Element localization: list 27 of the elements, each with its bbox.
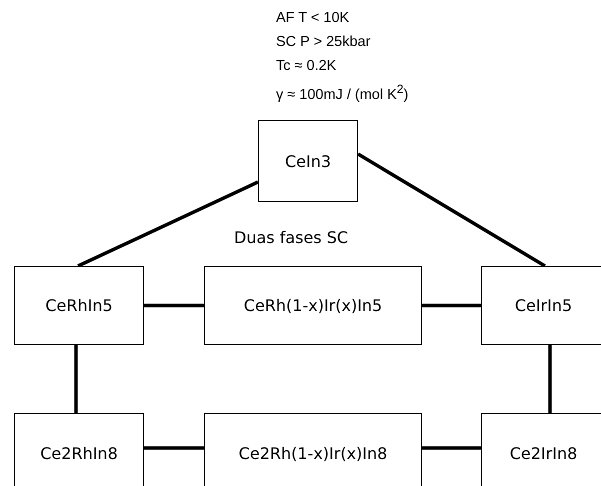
connector-line bbox=[74, 345, 78, 413]
compound-name: Ce2RhIn8 bbox=[40, 444, 118, 462]
compound-box bbox=[14, 266, 144, 345]
group-caption: Duas fases SC bbox=[234, 228, 348, 247]
connector-line bbox=[422, 446, 481, 450]
compound-box bbox=[14, 413, 144, 486]
compound-name: Ce2Rh(1-x)Ir(x)In8 bbox=[238, 444, 388, 462]
compound-name: CeRhIn5 bbox=[45, 296, 113, 315]
connector-line bbox=[144, 304, 204, 308]
connector-line bbox=[357, 152, 546, 268]
connector-line bbox=[548, 345, 552, 413]
connector-line bbox=[77, 180, 259, 268]
property-note: Tc ≈ 0.2K bbox=[276, 58, 336, 74]
compound-box bbox=[204, 413, 422, 486]
property-note: AF T < 10K bbox=[276, 10, 350, 26]
property-note: SC P > 25kbar bbox=[276, 34, 370, 50]
compound-name: CeIn3 bbox=[284, 152, 332, 170]
property-note: γ ≈ 100mJ / (mol K$^{2}$) bbox=[276, 82, 408, 103]
compound-name: CeIrIn5 bbox=[514, 296, 572, 315]
compound-box bbox=[258, 120, 358, 202]
compound-box bbox=[481, 413, 601, 486]
compound-name: CeRh(1-x)Ir(x)In5 bbox=[244, 296, 382, 315]
compound-box bbox=[204, 266, 422, 345]
connector-line bbox=[144, 446, 204, 450]
connector-line bbox=[422, 304, 481, 308]
compound-name: Ce2IrIn8 bbox=[510, 444, 578, 462]
compound-box bbox=[481, 266, 601, 345]
